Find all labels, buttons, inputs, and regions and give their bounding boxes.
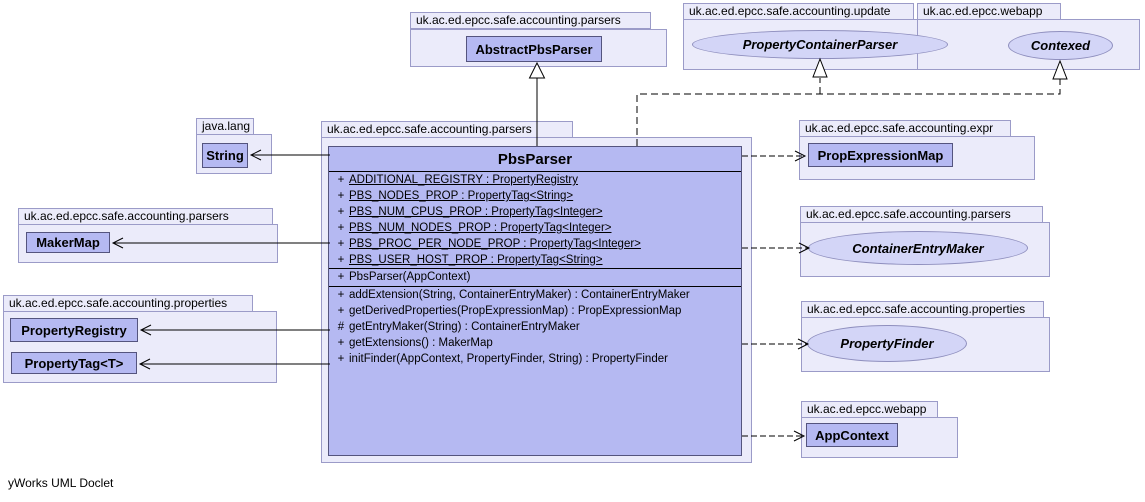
- package-tab-properties-right: uk.ac.ed.epcc.safe.accounting.properties: [801, 301, 1044, 318]
- class-node-pbsparser[interactable]: PbsParser + ADDITIONAL_REGISTRY : Propert…: [328, 146, 742, 456]
- visibility: +: [337, 206, 345, 218]
- visibility: +: [337, 174, 345, 186]
- method-row: + getDerivedProperties(PropExpressionMap)…: [329, 303, 741, 319]
- compartment-divider: [329, 268, 741, 269]
- field-text: PBS_NUM_NODES_PROP : PropertyTag<Integer…: [349, 222, 612, 234]
- package-tab-parsers-top: uk.ac.ed.epcc.safe.accounting.parsers: [410, 12, 651, 29]
- interface-node-propertyfinder[interactable]: PropertyFinder: [807, 325, 967, 362]
- visibility: +: [337, 289, 345, 301]
- visibility: +: [337, 190, 345, 202]
- package-name: java.lang: [202, 119, 251, 133]
- interface-name: Contexed: [1030, 38, 1091, 53]
- constructor-text: PbsParser(AppContext): [349, 271, 471, 283]
- methods-compartment: + addExtension(String, ContainerEntryMake…: [329, 287, 741, 367]
- package-name: uk.ac.ed.epcc.safe.accounting.parsers: [24, 209, 229, 223]
- visibility: +: [337, 271, 345, 283]
- field-row: + PBS_NODES_PROP : PropertyTag<String>: [329, 188, 741, 204]
- package-tab-properties-left: uk.ac.ed.epcc.safe.accounting.properties: [3, 295, 253, 312]
- package-tab-javalang: java.lang: [196, 118, 254, 135]
- method-row: + addExtension(String, ContainerEntryMake…: [329, 287, 741, 303]
- method-text: getDerivedProperties(PropExpressionMap) …: [349, 305, 682, 317]
- visibility: +: [337, 254, 345, 266]
- visibility: +: [337, 337, 345, 349]
- method-text: getExtensions() : MakerMap: [349, 337, 493, 349]
- package-name: uk.ac.ed.epcc.safe.accounting.parsers: [327, 122, 532, 136]
- field-row: + PBS_NUM_CPUS_PROP : PropertyTag<Integer…: [329, 204, 741, 220]
- package-name: uk.ac.ed.epcc.safe.accounting.properties: [807, 302, 1026, 316]
- package-name: uk.ac.ed.epcc.safe.accounting.parsers: [806, 207, 1011, 221]
- class-name: AppContext: [815, 427, 889, 443]
- class-node-makermap[interactable]: MakerMap: [26, 232, 110, 253]
- class-node-appcontext[interactable]: AppContext: [806, 423, 898, 447]
- fields-compartment: +ADDITIONAL_REGISTRY : PropertyRegistry …: [329, 172, 741, 268]
- package-tab-expr: uk.ac.ed.epcc.safe.accounting.expr: [799, 120, 1011, 137]
- package-tab-webapp-bottom: uk.ac.ed.epcc.webapp: [801, 401, 938, 418]
- field-row: + ADDITIONAL_REGISTRY : PropertyRegistry: [329, 172, 741, 188]
- method-row: + getExtensions() : MakerMap: [329, 335, 741, 351]
- class-node-string[interactable]: String: [202, 143, 248, 168]
- edge-dependency-containerentrymaker: [742, 242, 811, 254]
- interface-node-contexed[interactable]: Contexed: [1008, 31, 1113, 60]
- class-name: MakerMap: [36, 235, 100, 250]
- field-row: + PBS_PROC_PER_NODE_PROP : PropertyTag<In…: [329, 236, 741, 252]
- class-name: PropExpressionMap: [817, 147, 944, 163]
- package-name: uk.ac.ed.epcc.safe.accounting.properties: [9, 296, 228, 310]
- interface-node-propertycontainerparser[interactable]: PropertyContainerParser: [692, 30, 948, 59]
- package-tab-parsers-main: uk.ac.ed.epcc.safe.accounting.parsers: [321, 121, 573, 138]
- visibility: #: [337, 321, 345, 333]
- package-tab-parsers-right: uk.ac.ed.epcc.safe.accounting.parsers: [800, 206, 1043, 223]
- visibility: +: [337, 238, 345, 250]
- field-text: PBS_PROC_PER_NODE_PROP : PropertyTag<Int…: [349, 238, 641, 250]
- doclet-credit: yWorks UML Doclet: [8, 476, 114, 490]
- field-row: + PBS_NUM_NODES_PROP : PropertyTag<Intege…: [329, 220, 741, 236]
- package-tab-parsers-left: uk.ac.ed.epcc.safe.accounting.parsers: [18, 208, 273, 225]
- class-name: PropertyRegistry: [21, 322, 127, 338]
- class-name: String: [206, 148, 244, 163]
- method-text: initFinder(AppContext, PropertyFinder, S…: [349, 353, 668, 365]
- field-text: PBS_USER_HOST_PROP : PropertyTag<String>: [349, 254, 603, 266]
- class-node-propertyregistry[interactable]: PropertyRegistry: [10, 318, 138, 342]
- class-node-abstractpbsparser[interactable]: AbstractPbsParser: [466, 36, 602, 62]
- field-text: PBS_NODES_PROP : PropertyTag<String>: [349, 190, 574, 202]
- class-title: PbsParser: [329, 147, 741, 172]
- class-name: AbstractPbsParser: [475, 41, 593, 57]
- package-name: uk.ac.ed.epcc.safe.accounting.parsers: [416, 13, 621, 27]
- constructor-row: + PbsParser(AppContext): [329, 269, 741, 286]
- package-name: uk.ac.ed.epcc.safe.accounting.update: [689, 4, 891, 18]
- method-text: getEntryMaker(String) : ContainerEntryMa…: [349, 321, 580, 333]
- field-text: ADDITIONAL_REGISTRY : PropertyRegistry: [349, 174, 579, 186]
- visibility: +: [337, 305, 345, 317]
- interface-name: PropertyFinder: [840, 336, 934, 351]
- visibility: +: [337, 222, 345, 234]
- package-name: uk.ac.ed.epcc.webapp: [923, 4, 1043, 18]
- package-tab-webapp-top: uk.ac.ed.epcc.webapp: [917, 3, 1061, 20]
- class-name: PropertyTag<T>: [24, 355, 124, 371]
- compartment-divider: [329, 286, 741, 287]
- package-name: uk.ac.ed.epcc.webapp: [807, 402, 927, 416]
- constructor-compartment: + PbsParser(AppContext): [329, 269, 741, 286]
- method-row: + initFinder(AppContext, PropertyFinder, …: [329, 351, 741, 367]
- class-node-propexpressionmap[interactable]: PropExpressionMap: [808, 143, 953, 167]
- interface-node-containerentrymaker[interactable]: ContainerEntryMaker: [808, 231, 1028, 265]
- method-row: # getEntryMaker(String) : ContainerEntryM…: [329, 319, 741, 335]
- method-text: addExtension(String, ContainerEntryMaker…: [349, 289, 690, 301]
- package-name: uk.ac.ed.epcc.safe.accounting.expr: [805, 121, 994, 135]
- interface-name: ContainerEntryMaker: [852, 240, 984, 256]
- field-row: + PBS_USER_HOST_PROP : PropertyTag<String…: [329, 252, 741, 268]
- interface-name: PropertyContainerParser: [742, 37, 898, 52]
- class-node-propertytag[interactable]: PropertyTag<T>: [11, 352, 137, 374]
- package-tab-update: uk.ac.ed.epcc.safe.accounting.update: [683, 3, 914, 20]
- visibility: +: [337, 353, 345, 365]
- field-text: PBS_NUM_CPUS_PROP : PropertyTag<Integer>: [349, 206, 603, 218]
